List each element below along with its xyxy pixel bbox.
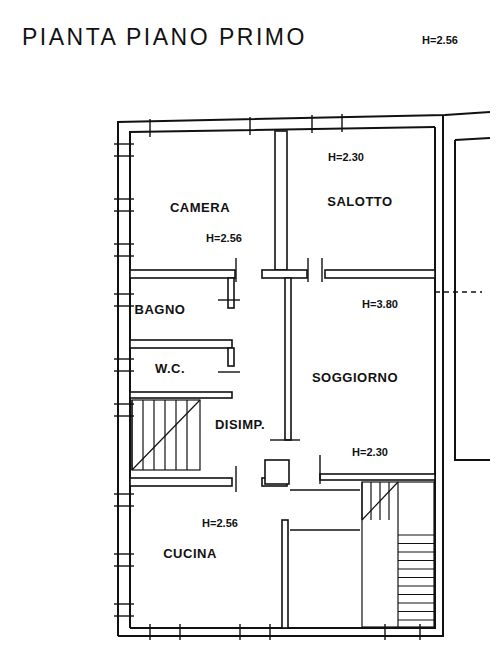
- stroke: [175, 400, 176, 470]
- room-name: DISIMP.: [215, 418, 265, 431]
- stroke: [379, 482, 380, 520]
- height-label: H=3.80: [362, 299, 398, 310]
- stroke: [419, 624, 420, 640]
- stroke: [114, 370, 134, 371]
- stroke: [398, 543, 434, 544]
- stroke: [114, 243, 134, 244]
- stairs: [132, 400, 434, 627]
- stroke: [398, 577, 434, 578]
- room: H=2.30SALOTTO: [288, 131, 435, 270]
- stroke: [114, 493, 134, 494]
- stroke: [384, 624, 385, 640]
- stroke: [269, 624, 270, 640]
- stroke: [164, 400, 165, 470]
- room-name: SALOTTO: [327, 195, 392, 208]
- stroke: [142, 400, 143, 470]
- stroke: [149, 624, 150, 640]
- stroke: [114, 143, 134, 144]
- stroke: [239, 624, 240, 640]
- interior-walls: [130, 131, 435, 628]
- stroke: [114, 415, 134, 416]
- stroke: [388, 482, 389, 520]
- stroke: [114, 305, 134, 306]
- stroke: [114, 198, 134, 199]
- height-label: H=2.56: [206, 233, 242, 244]
- room-name: W.C.: [155, 362, 185, 375]
- stroke: [114, 505, 134, 506]
- room: H=3.80SOGGIORNO H=2.30: [291, 280, 435, 474]
- stroke: [114, 255, 134, 256]
- stroke: [131, 400, 132, 470]
- stroke: [114, 603, 134, 604]
- stroke: [153, 400, 154, 470]
- dashed-line: [435, 291, 482, 293]
- height-label: H=2.56: [202, 518, 238, 529]
- stroke: [114, 615, 134, 616]
- stroke: [179, 624, 180, 640]
- room: DISIMP.: [201, 278, 285, 478]
- stroke: [398, 551, 434, 552]
- exterior-walls: [118, 112, 490, 636]
- stroke: [398, 602, 434, 603]
- room-name: BAGNO: [135, 303, 186, 316]
- stroke: [370, 482, 371, 520]
- stroke: [114, 155, 134, 156]
- stroke: [249, 117, 250, 135]
- windows: [114, 114, 420, 640]
- stroke: [114, 565, 134, 566]
- height-label: H=2.30: [328, 152, 364, 163]
- stroke: [398, 594, 434, 595]
- room-name: CUCINA: [163, 547, 217, 560]
- room: BAGNO: [131, 278, 228, 340]
- stroke: [398, 619, 434, 620]
- height-label: H=2.56: [422, 35, 458, 46]
- stroke: [114, 403, 134, 404]
- stroke: [398, 534, 434, 535]
- stroke: [341, 114, 342, 132]
- plan-title: PIANTA PIANO PRIMO: [22, 26, 307, 49]
- stroke: [311, 115, 312, 133]
- stroke: [114, 358, 134, 359]
- room-name: CAMERA: [170, 201, 230, 214]
- room-name: SOGGIORNO: [312, 371, 398, 384]
- stroke: [398, 568, 434, 569]
- room: H=2.56CUCINA: [131, 486, 282, 628]
- stroke: [398, 560, 434, 561]
- stroke: [114, 293, 134, 294]
- stroke: [361, 482, 362, 520]
- stroke: [398, 585, 434, 586]
- room: CAMERA H=2.56: [131, 131, 275, 270]
- stroke: [398, 611, 434, 612]
- stroke: [149, 119, 150, 137]
- doors: [218, 258, 360, 530]
- stroke: [114, 553, 134, 554]
- stroke: [186, 400, 187, 470]
- height-label: H=2.30: [352, 447, 388, 458]
- room: W.C.: [131, 348, 228, 392]
- stroke: [114, 210, 134, 211]
